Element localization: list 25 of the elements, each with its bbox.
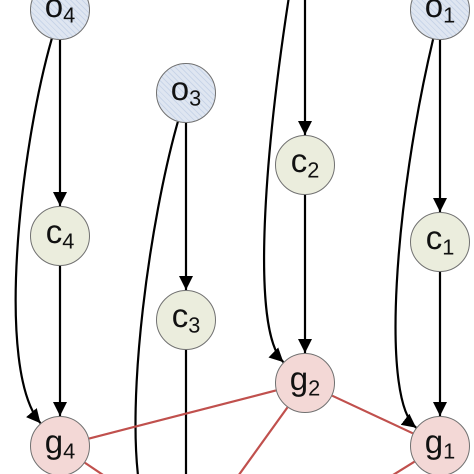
node-label: g$_{1}$ <box>424 425 456 466</box>
node-label: o$_{3}$ <box>170 72 202 113</box>
arrow <box>433 272 447 416</box>
arrow <box>394 38 434 428</box>
connector-line <box>134 122 179 474</box>
node-label: c$_{3}$ <box>172 299 200 340</box>
arrow <box>53 40 67 206</box>
circle-node <box>275 353 335 413</box>
arrow <box>263 0 292 363</box>
node-label: g$_{2}$ <box>290 362 320 403</box>
node-label: c$_{1}$ <box>426 221 454 262</box>
connector-line <box>332 394 414 434</box>
circle-node <box>410 416 470 474</box>
node-label: c$_{2}$ <box>290 144 320 185</box>
arrow <box>298 195 312 353</box>
arrow <box>298 0 312 135</box>
node-label: g$_{4}$ <box>44 425 76 466</box>
arrow <box>14 38 53 424</box>
node-label: c$_{4}$ <box>46 215 74 256</box>
connector-line <box>88 389 276 440</box>
arrow <box>433 40 447 212</box>
connector-line <box>184 350 188 474</box>
arrow <box>179 123 193 290</box>
arrow <box>53 266 67 416</box>
circle-node <box>30 416 90 474</box>
